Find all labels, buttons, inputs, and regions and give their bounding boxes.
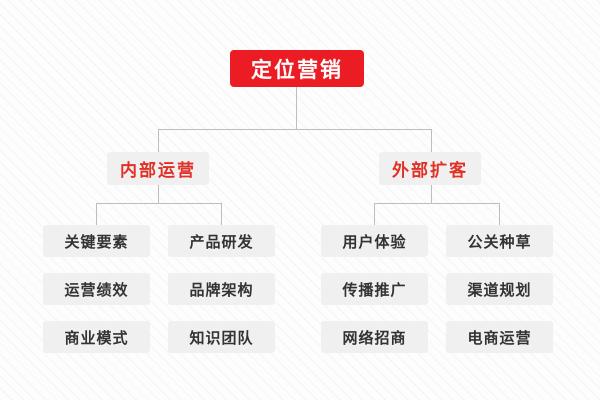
connector-left-col1-drop (96, 203, 97, 225)
connector-left-col2-drop (221, 203, 222, 225)
connector-right-col1-drop (374, 203, 375, 225)
connector-right-branch-bar (374, 203, 500, 204)
connector-branch-left-drop (158, 129, 159, 152)
leaf-node[interactable]: 电商运营 (446, 321, 553, 353)
leaf-node[interactable]: 传播推广 (321, 273, 428, 305)
leaf-node[interactable]: 关键要素 (43, 225, 150, 257)
leaf-node[interactable]: 产品研发 (168, 225, 275, 257)
connector-root-stem (296, 87, 297, 129)
leaf-node[interactable]: 用户体验 (321, 225, 428, 257)
branch-node-external-acquisition[interactable]: 外部扩客 (379, 152, 481, 185)
connector-branch-right-drop (431, 129, 432, 152)
leaf-node[interactable]: 公关种草 (446, 225, 553, 257)
connector-left-branch-bar (96, 203, 222, 204)
leaf-node[interactable]: 商业模式 (43, 321, 150, 353)
branch-node-internal-operations[interactable]: 内部运营 (107, 152, 209, 185)
leaf-node[interactable]: 知识团队 (168, 321, 275, 353)
connector-right-branch-stem (431, 185, 432, 203)
connector-right-col2-drop (499, 203, 500, 225)
connector-root-bar (158, 129, 432, 130)
leaf-node[interactable]: 品牌架构 (168, 273, 275, 305)
connector-left-branch-stem (158, 185, 159, 203)
leaf-node[interactable]: 网络招商 (321, 321, 428, 353)
leaf-node[interactable]: 渠道规划 (446, 273, 553, 305)
root-node[interactable]: 定位营销 (230, 50, 364, 87)
leaf-node[interactable]: 运营绩效 (43, 273, 150, 305)
